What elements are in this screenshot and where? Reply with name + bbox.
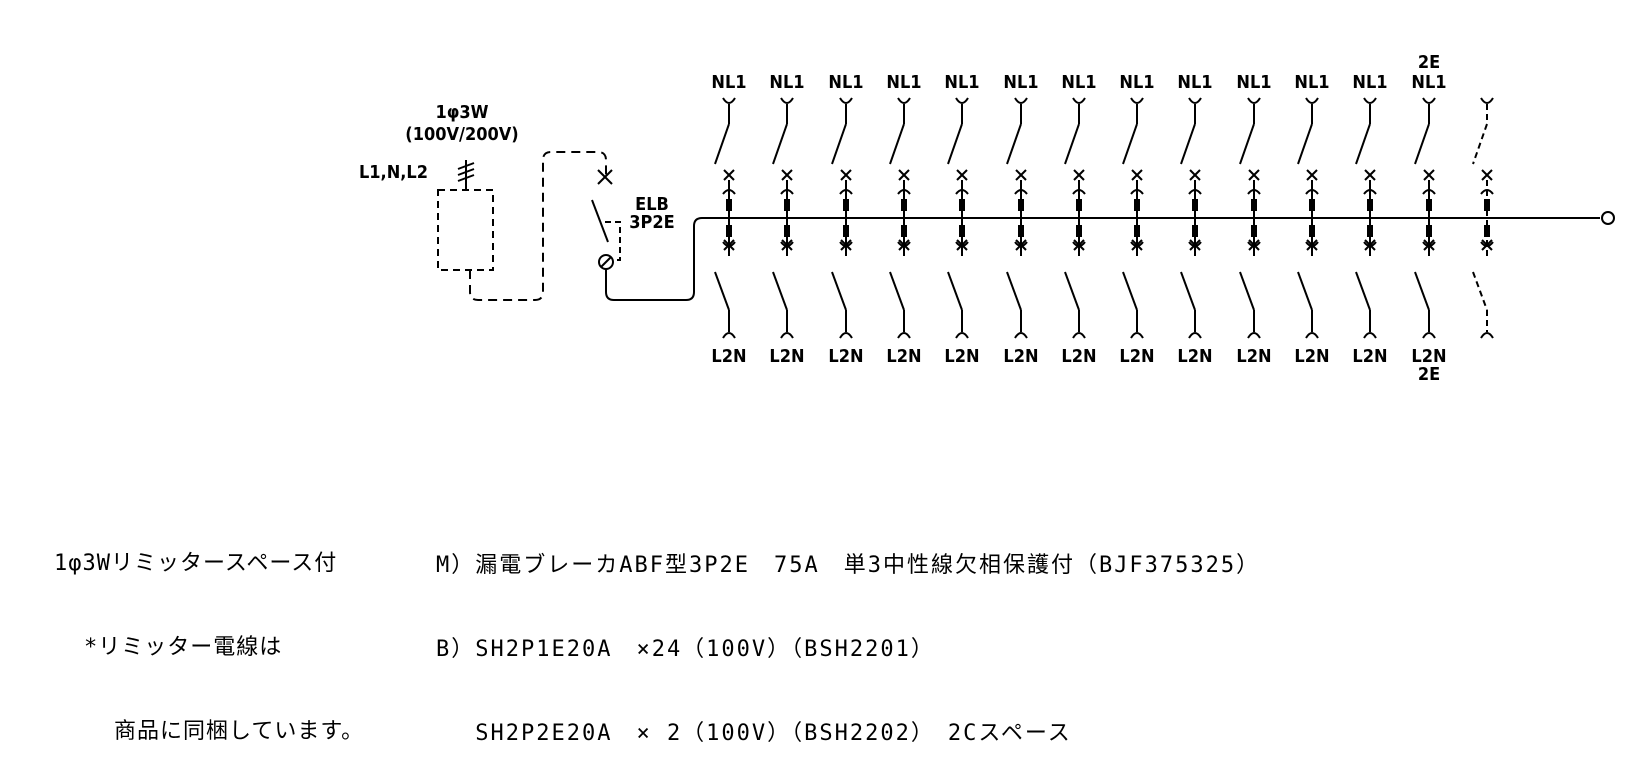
branch-top-label: NL1 — [1061, 72, 1096, 93]
branch-top-label: NL1 — [1119, 72, 1154, 93]
branch-breaker — [714, 97, 736, 339]
elb-poles-label: 3P2E — [629, 212, 674, 233]
supply-voltage-label: (100V/200V) — [405, 124, 518, 145]
limiter-space-box — [437, 189, 494, 271]
branch-breaker — [772, 97, 794, 339]
single-line-diagram: 1φ3W (100V/200V) L1,N,L2 ELB 3P2E NL1L2N… — [359, 52, 1615, 385]
branch-bottom-label: L2N — [1003, 346, 1038, 367]
limiter-note-line2: *リミッター電線は — [84, 635, 283, 660]
branch-circuits — [714, 97, 1494, 339]
limiter-note: 1φ3Wリミッタースペース付 *リミッター電線は 商品に同梱しています。 — [54, 494, 364, 774]
limiter-note-line3: 商品に同梱しています。 — [114, 719, 365, 744]
branch-breaker — [947, 97, 969, 339]
branch-bottom-label: L2N — [886, 346, 921, 367]
branch-breaker — [1414, 97, 1436, 339]
branch-top-label: NL1 — [1352, 72, 1387, 93]
branch-bottom-label: L2N — [828, 346, 863, 367]
spec-branch-1: B）SH2P1E20A ×24（100V）（BSH2201） — [436, 637, 935, 662]
branch-bottom-label: L2N — [1294, 346, 1329, 367]
branch-breaker — [1180, 97, 1202, 339]
supply-labels: 1φ3W (100V/200V) L1,N,L2 ELB 3P2E — [359, 102, 675, 233]
branch-breaker — [1006, 97, 1028, 339]
branch-breaker — [889, 97, 911, 339]
branch-top-label: NL1 — [1294, 72, 1329, 93]
branch-top-label: NL1 — [1411, 72, 1446, 93]
branch-breaker — [831, 97, 853, 339]
limiter-dashed-wiring — [469, 151, 607, 301]
branch-bottom-label: L2N — [1352, 346, 1387, 367]
branch-bottom-label: L2N — [944, 346, 979, 367]
branch-bottom-label: L2N — [1411, 346, 1446, 367]
branch-bottom-extra-label: 2E — [1418, 364, 1440, 385]
branch-bottom-label: L2N — [1236, 346, 1271, 367]
spec-branch-2: SH2P2E20A × 2（100V）（BSH2202） 2Cスペース — [436, 721, 1072, 746]
supply-lines-label: L1,N,L2 — [359, 162, 428, 183]
branch-top-label: NL1 — [944, 72, 979, 93]
branch-bottom-label: L2N — [1119, 346, 1154, 367]
branch-bottom-label: L2N — [711, 346, 746, 367]
branch-top-extra-label: 2E — [1418, 52, 1440, 73]
branch-top-label: NL1 — [769, 72, 804, 93]
busbar-terminal — [1601, 211, 1615, 225]
branch-top-label: NL1 — [1177, 72, 1212, 93]
branch-top-label: NL1 — [1236, 72, 1271, 93]
supply-feed — [457, 160, 475, 190]
branch-breaker — [1297, 97, 1319, 339]
branch-bottom-label: L2N — [769, 346, 804, 367]
main-breaker-elb — [591, 169, 1600, 301]
supply-phase-label: 1φ3W — [435, 102, 488, 123]
branch-bottom-label: L2N — [1061, 346, 1096, 367]
branch-breaker — [1064, 97, 1086, 339]
branch-bottom-label: L2N — [1177, 346, 1212, 367]
limiter-note-line1: 1φ3Wリミッタースペース付 — [54, 551, 338, 576]
branch-top-label: NL1 — [711, 72, 746, 93]
branch-breaker — [1355, 97, 1377, 339]
branch-top-label: NL1 — [828, 72, 863, 93]
branch-top-label: NL1 — [886, 72, 921, 93]
elb-type-label: ELB — [635, 194, 669, 215]
spec-block: M）漏電ブレーカABF型3P2E 75A 単3中性線欠相保護付（BJF37532… — [436, 496, 1260, 776]
branch-breaker — [1122, 97, 1144, 339]
branch-top-label: NL1 — [1003, 72, 1038, 93]
spare-branch — [1472, 97, 1494, 339]
branch-breaker — [1239, 97, 1261, 339]
spec-main-breaker: M）漏電ブレーカABF型3P2E 75A 単3中性線欠相保護付（BJF37532… — [436, 553, 1261, 578]
